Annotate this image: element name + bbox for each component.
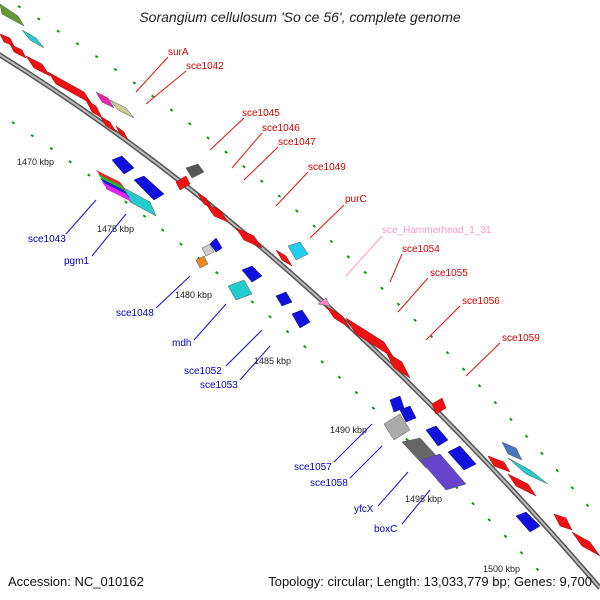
gene-label[interactable]: purC	[345, 194, 367, 205]
gene-label[interactable]: sce1045	[242, 108, 280, 119]
gene-label[interactable]: sce1046	[262, 123, 300, 134]
inner-tick-track	[11, 121, 541, 573]
gene-arrow[interactable]	[209, 237, 223, 253]
gene-arrow[interactable]	[0, 33, 15, 47]
accession-label: Accession: NC_010162	[8, 574, 144, 589]
gene-label[interactable]: sce1056	[462, 296, 500, 307]
feature-block[interactable]	[109, 99, 135, 119]
kbp-label: 1475 kbp	[97, 224, 134, 234]
kbp-label: 1470 kbp	[17, 157, 54, 167]
feature-block[interactable]	[383, 413, 411, 441]
ncrna-leader	[345, 235, 383, 277]
gene-arrow[interactable]	[385, 351, 411, 379]
forward-label-group	[135, 56, 501, 377]
gene-arrow[interactable]	[235, 227, 263, 249]
feature-block[interactable]	[195, 255, 209, 269]
gene-label[interactable]: sce1055	[430, 268, 468, 279]
gene-arrow[interactable]	[115, 125, 129, 141]
gene-arrow[interactable]	[9, 43, 27, 59]
gene-label[interactable]: sce1047	[278, 137, 316, 148]
gene-arrow[interactable]	[275, 249, 293, 267]
gene-label[interactable]: surA	[168, 47, 189, 58]
feature-block[interactable]	[185, 163, 205, 179]
gene-arrow[interactable]	[345, 317, 395, 359]
feature-block[interactable]	[95, 91, 115, 109]
reverse-labels: sce1043 pgm1 sce1048 mdh sce1052 sce1053…	[28, 234, 397, 535]
gene-arrow[interactable]	[25, 55, 51, 77]
gene-label[interactable]: mdh	[172, 338, 191, 349]
gene-arrow[interactable]	[133, 175, 165, 201]
kbp-label: 1485 kbp	[254, 356, 291, 366]
gene-arrow[interactable]	[275, 291, 293, 307]
feature-block[interactable]	[201, 243, 215, 257]
gene-arrow[interactable]	[111, 155, 135, 175]
gene-arrow[interactable]	[447, 445, 477, 471]
gene-arrow[interactable]	[175, 175, 191, 191]
gene-label[interactable]: sce1057	[294, 462, 332, 473]
gene-label[interactable]: yfcX	[354, 504, 374, 515]
gene-arrow[interactable]	[507, 473, 537, 497]
gene-label[interactable]: sce1043	[28, 234, 66, 245]
kbp-label: 1490 kbp	[330, 425, 367, 435]
genome-backbone-highlight	[0, 53, 600, 589]
kbp-label: 1495 kbp	[405, 494, 442, 504]
gene-arrow[interactable]	[241, 265, 263, 283]
gene-label[interactable]: pgm1	[64, 256, 89, 267]
feature-block[interactable]	[0, 3, 25, 27]
outer-tick-track	[17, 5, 600, 521]
gene-label[interactable]: sce_Hammerhead_1_31	[382, 225, 492, 236]
gene-arrow[interactable]	[571, 531, 600, 557]
gene-label[interactable]: sce1048	[116, 308, 154, 319]
gene-label[interactable]: sce1052	[184, 366, 222, 377]
gene-label[interactable]: sce1049	[308, 162, 346, 173]
gene-arrow[interactable]	[487, 455, 511, 473]
feature-block[interactable]	[419, 453, 467, 491]
gene-arrow[interactable]	[291, 309, 311, 329]
kbp-labels: 1470 kbp 1475 kbp 1480 kbp 1485 kbp 1490…	[17, 157, 520, 574]
reverse-label-group	[65, 199, 431, 525]
gene-arrow[interactable]	[425, 425, 449, 447]
topology-label: Topology: circular; Length: 13,033,779 b…	[268, 574, 592, 589]
misc-features	[0, 3, 549, 491]
gene-label[interactable]: sce1053	[200, 380, 238, 391]
gene-label[interactable]: boxC	[374, 524, 397, 535]
forward-labels: surA sce1042 sce1045 sce1046 sce1047 sce…	[168, 47, 540, 344]
kbp-label: 1500 kbp	[483, 564, 520, 574]
gene-label[interactable]: sce1059	[502, 333, 540, 344]
gene-arrow[interactable]	[205, 203, 229, 223]
gene-arrow[interactable]	[399, 405, 417, 423]
gene-label[interactable]: sce1042	[186, 61, 224, 72]
gene-arrow[interactable]	[515, 511, 541, 533]
feature-block[interactable]	[501, 441, 523, 461]
reverse-genes	[111, 155, 541, 533]
feature-block[interactable]	[317, 297, 331, 307]
feature-block[interactable]	[507, 457, 549, 485]
forward-genes	[0, 33, 600, 557]
feature-block[interactable]	[287, 241, 309, 261]
gene-label[interactable]: sce1058	[310, 478, 348, 489]
gene-label[interactable]: sce1054	[402, 244, 440, 255]
gene-arrow[interactable]	[431, 397, 447, 415]
multicolor-feature[interactable]	[96, 170, 132, 202]
gene-arrow[interactable]	[99, 115, 117, 133]
gene-arrow[interactable]	[553, 513, 573, 531]
map-title: Sorangium cellulosum 'So ce 56', complet…	[139, 9, 461, 25]
kbp-label: 1480 kbp	[175, 290, 212, 300]
feature-block[interactable]	[21, 29, 45, 49]
feature-block[interactable]	[227, 279, 253, 301]
gene-arrow[interactable]	[389, 395, 405, 413]
gene-arrow[interactable]	[325, 305, 351, 329]
